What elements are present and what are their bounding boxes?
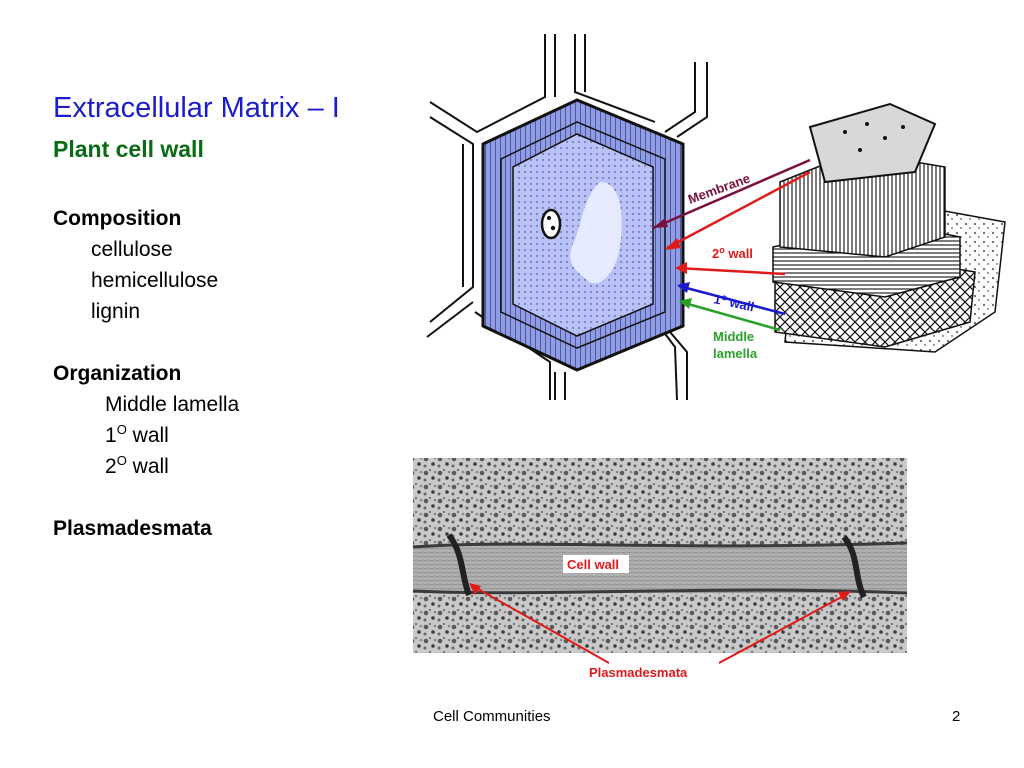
organization-item-middle-lamella: Middle lamella — [105, 393, 240, 416]
secondary-wall-arrow-b — [676, 266, 786, 276]
label-middle-lamella-1: Middle — [713, 329, 754, 344]
secondary-wall-suffix: wall — [126, 455, 169, 478]
plasmodesma-left — [446, 533, 472, 597]
vacuole — [570, 182, 622, 284]
page-number: 2 — [952, 708, 961, 725]
label-cell-wall: Cell wall — [567, 557, 619, 572]
cell-wall-inner — [500, 121, 666, 349]
plasmodesma-right — [841, 535, 867, 599]
secondary-wall-number: 2 — [105, 455, 117, 478]
primary-wall-sup: O — [116, 422, 127, 437]
plasmadesmata-micrograph: Cell wall Plasmadesmata — [409, 458, 911, 693]
primary-wall-suffix: wall — [126, 424, 169, 447]
composition-item-hemicellulose: hemicellulose — [91, 269, 219, 292]
organization-item-primary-wall: 1O wall — [53, 420, 239, 451]
slide-subtitle: Plant cell wall — [53, 136, 204, 162]
label-primary-wall: 1o wall — [712, 290, 755, 314]
plasmadesmata-arrow-right — [718, 592, 850, 664]
spacer — [53, 482, 239, 513]
secondary-wall-arrow-a — [666, 170, 811, 250]
composition-item-lignin: lignin — [91, 300, 141, 323]
bullet-list: Composition cellulose hemicellulose lign… — [53, 203, 239, 544]
label-middle-lamella-2: lamella — [713, 346, 758, 361]
footer-text: Cell Communities — [433, 708, 551, 725]
composition-heading: Composition — [53, 207, 182, 230]
label-cell-wall-bg — [563, 555, 629, 573]
micrograph-cell-wall-band — [413, 545, 907, 593]
secondary-wall-sup: O — [116, 453, 127, 468]
nucleus — [540, 208, 562, 240]
plasmadesmata-arrow-left — [470, 584, 610, 664]
organization-item-secondary-wall: 2O wall — [53, 451, 239, 482]
membrane-arrow — [652, 158, 811, 230]
slide-title: Extracellular Matrix – I — [53, 92, 340, 124]
middle-lamella-arrow — [680, 300, 781, 332]
primary-wall-arrow — [678, 284, 786, 316]
diagram-arrows — [652, 158, 811, 332]
composition-item-cellulose: cellulose — [91, 238, 173, 261]
label-secondary-wall: 2o wall — [712, 245, 753, 261]
primary-wall-number: 1 — [105, 424, 117, 447]
organization-heading: Organization — [53, 362, 182, 385]
label-plasmadesmata: Plasmadesmata — [589, 665, 688, 680]
cell-wall-diagram: Membrane 2o wall 1o wall Middle lamella — [426, 34, 1006, 401]
plasmadesmata-heading: Plasmadesmata — [53, 517, 212, 540]
spacer — [53, 327, 239, 358]
wall-layers-block — [772, 102, 1006, 353]
